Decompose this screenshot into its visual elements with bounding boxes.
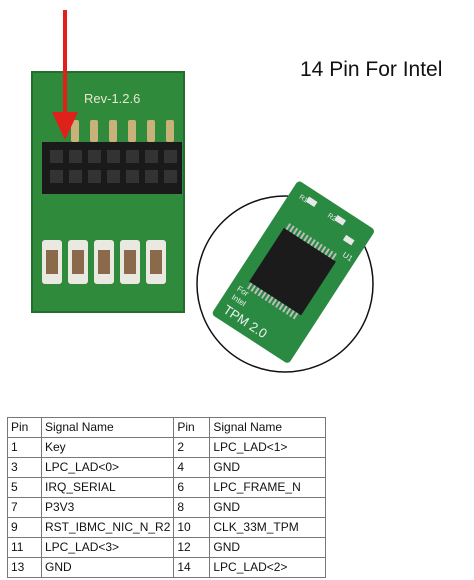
module-label-r1: R1	[297, 194, 308, 205]
pin-number-cell: 10	[173, 517, 211, 538]
signal-name-cell: Key	[40, 437, 175, 458]
pin-number-cell: 11	[7, 537, 42, 558]
tpm-module-magnified: U1 R1 R2 For Intel TPM 2.0	[196, 181, 374, 373]
board-revision-label: Rev-1.2.6	[84, 91, 140, 106]
signal-name-cell: RST_IBMC_NIC_N_R2	[40, 517, 175, 538]
pin-number-cell: 9	[7, 517, 42, 538]
signal-name-cell: P3V3	[40, 497, 175, 518]
pin-number-cell: 2	[173, 437, 211, 458]
signal-name-cell: LPC_LAD<2>	[209, 557, 327, 578]
header-pin: Pin	[173, 417, 211, 438]
pin-number-cell: 12	[173, 537, 211, 558]
pin-number-cell: 3	[7, 457, 42, 478]
pin-header	[42, 120, 182, 194]
signal-name-cell: GND	[209, 497, 327, 518]
signal-name-cell: LPC_FRAME_N	[209, 477, 327, 498]
signal-name-cell: CLK_33M_TPM	[209, 517, 327, 538]
header-pin: Pin	[7, 417, 42, 438]
signal-name-cell: LPC_LAD<3>	[40, 537, 175, 558]
signal-name-cell: LPC_LAD<0>	[40, 457, 175, 478]
pin-number-cell: 14	[173, 557, 211, 578]
header-signal-name: Signal Name	[40, 417, 175, 438]
pin-number-cell: 5	[7, 477, 42, 498]
signal-name-cell: GND	[40, 557, 175, 578]
signal-name-cell: GND	[209, 457, 327, 478]
pin-number-cell: 13	[7, 557, 42, 578]
heading: 14 Pin For Intel	[300, 58, 443, 81]
pin-number-cell: 8	[173, 497, 211, 518]
pin-number-cell: 6	[173, 477, 211, 498]
module-label-r2: R2	[326, 212, 337, 223]
signal-name-cell: IRQ_SERIAL	[40, 477, 175, 498]
header-signal-name: Signal Name	[209, 417, 327, 438]
pin-number-cell: 7	[7, 497, 42, 518]
pin-number-cell: 4	[173, 457, 211, 478]
table-header-row: Pin Signal Name Pin Signal Name	[7, 417, 327, 438]
pin-number-cell: 1	[7, 437, 42, 458]
product-photo: Rev-1.2.6 U1 R1 R2 For Intel TPM 2.0	[31, 10, 374, 373]
signal-name-cell: LPC_LAD<1>	[209, 437, 327, 458]
pin1-arrow	[52, 10, 78, 140]
left-tpm-board: Rev-1.2.6	[31, 10, 185, 313]
signal-name-cell: GND	[209, 537, 327, 558]
